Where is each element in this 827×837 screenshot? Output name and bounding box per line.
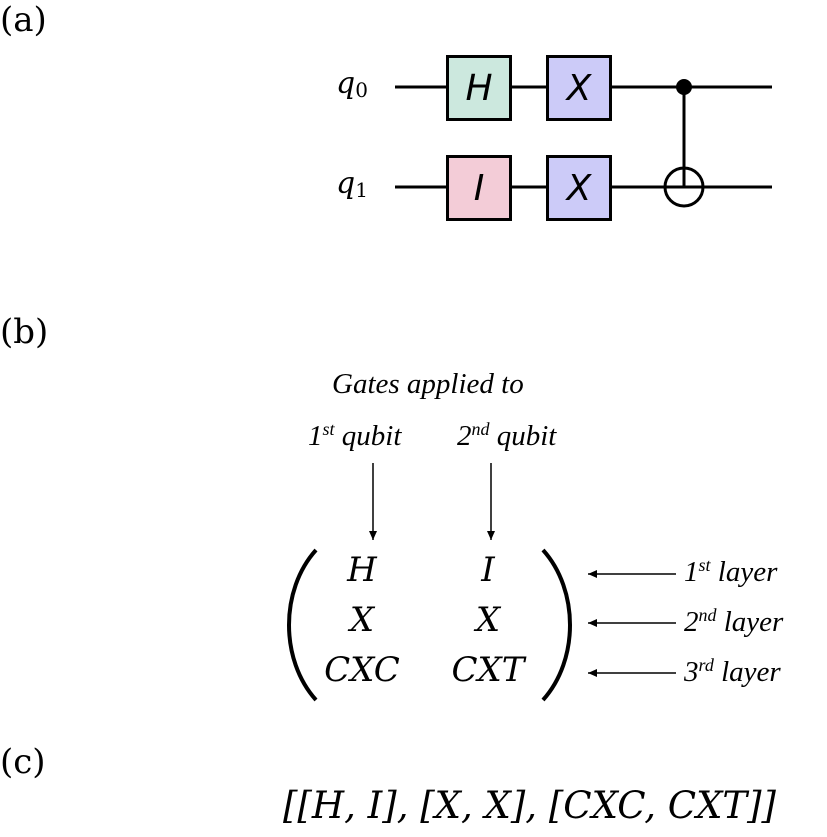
layer-label-3: 3rd layer — [684, 655, 781, 688]
list-representation: [[H, I], [X, X], [CXC, CXT]] — [283, 784, 776, 827]
layer-label-1: 1st layer — [684, 555, 778, 588]
panel-label-c: (c) — [0, 742, 46, 782]
matrix-cell-r1c1: H — [347, 550, 377, 590]
gate-x-q1: X — [546, 155, 612, 221]
panel-label-b: (b) — [0, 312, 49, 352]
cnot-control-dot — [676, 79, 692, 95]
qubit-label-q1: q1 — [336, 166, 368, 202]
matrix-cell-r3c2: CXT — [451, 650, 525, 690]
layer-label-2: 2nd layer — [684, 605, 784, 638]
gate-i: I — [446, 155, 512, 221]
gate-h: H — [446, 55, 512, 121]
qubit-label-q0: q0 — [336, 66, 368, 102]
panel-label-a: (a) — [0, 0, 47, 40]
matrix-cell-r3c1: CXC — [324, 650, 400, 690]
matrix-left-paren — [287, 548, 318, 702]
header-col2: 2nd qubit — [457, 419, 557, 452]
gate-x-q0: X — [546, 55, 612, 121]
matrix-cell-r2c2: X — [475, 600, 501, 640]
matrix-right-paren — [541, 548, 572, 702]
header-title: Gates applied to — [332, 368, 524, 400]
matrix-cell-r2c1: X — [349, 600, 375, 640]
matrix-cell-r1c2: I — [481, 550, 495, 590]
header-col1: 1st qubit — [308, 419, 402, 452]
